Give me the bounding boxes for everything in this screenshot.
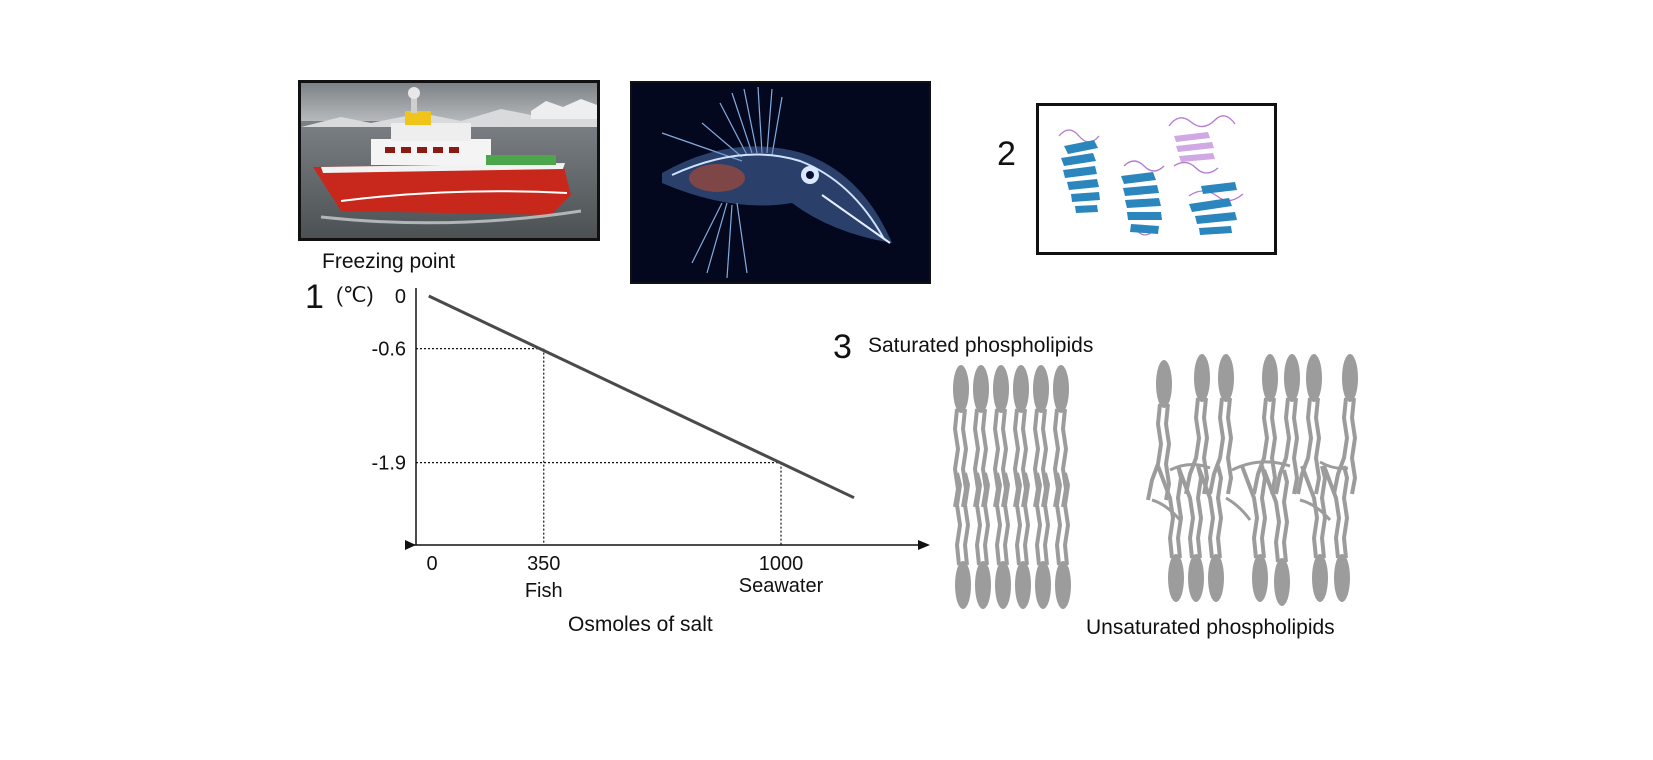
saturated-bilayer: [951, 363, 1073, 611]
antifreeze-protein-icon: [1058, 115, 1244, 236]
x-axis-left-arrow: [405, 540, 416, 550]
panel-number-3: 3: [833, 328, 852, 366]
x-tick-label-2: 1000: [759, 553, 804, 575]
unsaturated-bilayer: [1146, 352, 1360, 608]
unsaturated-phospholipids-label: Unsaturated phospholipids: [1086, 616, 1335, 639]
y-tick-label-0: 0: [395, 286, 406, 308]
protein-structure-figure: [1036, 103, 1277, 255]
panel-number-1: 1: [305, 278, 324, 316]
x-tick-label-1: 350: [527, 553, 560, 575]
saturated-phospholipids-label: Saturated phospholipids: [868, 334, 1094, 357]
icefish-icon: [632, 83, 929, 282]
y-axis-title: Freezing point: [322, 250, 456, 273]
icefish-photo: [630, 81, 931, 284]
panel-number-2: 2: [997, 135, 1016, 173]
y-tick-label-2: -1.9: [372, 453, 406, 475]
y-axis-unit: (℃): [336, 284, 374, 307]
x-tick-label-0: 0: [426, 553, 437, 575]
x-axis-right-arrow: [918, 540, 930, 550]
x-tick-sublabel-2: Seawater: [739, 575, 824, 597]
series-line-0: [428, 294, 855, 500]
research-ship-icon: [301, 83, 597, 238]
x-tick-sublabel-1: Fish: [525, 580, 563, 602]
x-axis-title: Osmoles of salt: [568, 613, 713, 636]
y-tick-label-1: -0.6: [372, 339, 406, 361]
research-ship-photo: [298, 80, 600, 241]
